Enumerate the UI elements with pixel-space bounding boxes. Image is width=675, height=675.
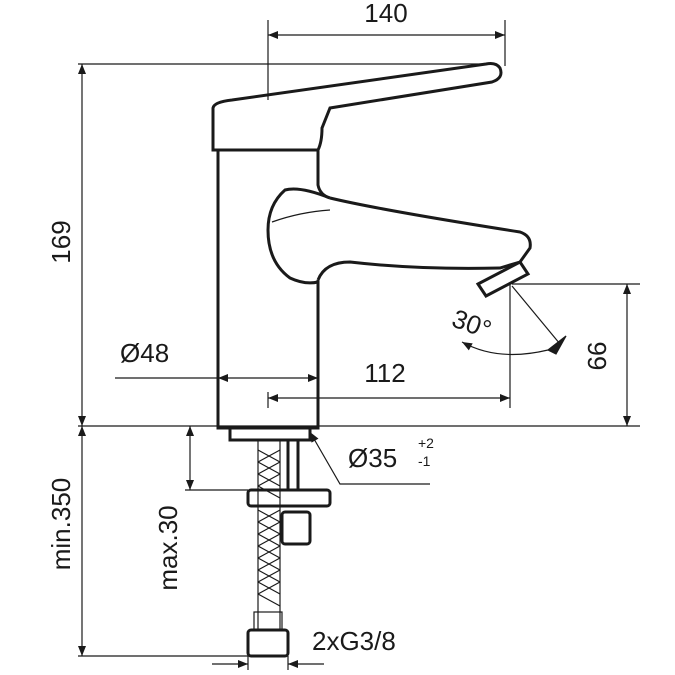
dim-spout-reach: 112 bbox=[364, 358, 405, 388]
dim-width-top: 140 bbox=[364, 0, 407, 28]
mounting-plate bbox=[246, 488, 332, 508]
dim-hole-tol-minus: -1 bbox=[418, 453, 431, 469]
dim-height-total: 169 bbox=[46, 220, 76, 263]
dim-hole-tol-plus: +2 bbox=[418, 435, 434, 451]
dim-hole-diameter: Ø35 bbox=[348, 443, 397, 473]
dim-spout-angle: 30° bbox=[448, 303, 495, 345]
under-counter-assembly bbox=[246, 438, 332, 658]
dim-connection: 2xG3/8 bbox=[312, 626, 396, 656]
dim-max-thickness: max.30 bbox=[153, 505, 183, 590]
faucet-body bbox=[216, 150, 320, 430]
fixing-nut bbox=[280, 510, 312, 546]
dim-spout-height: 66 bbox=[582, 342, 612, 371]
lever-handle bbox=[211, 62, 503, 152]
connection-nut bbox=[246, 628, 290, 658]
dim-body-diameter: Ø48 bbox=[120, 338, 169, 368]
aerator bbox=[475, 260, 531, 298]
dim-min-depth: min.350 bbox=[46, 478, 76, 571]
base-flange bbox=[228, 426, 312, 442]
dimension-arrows bbox=[78, 31, 631, 668]
faucet-outline bbox=[211, 62, 532, 442]
spout bbox=[316, 196, 532, 281]
